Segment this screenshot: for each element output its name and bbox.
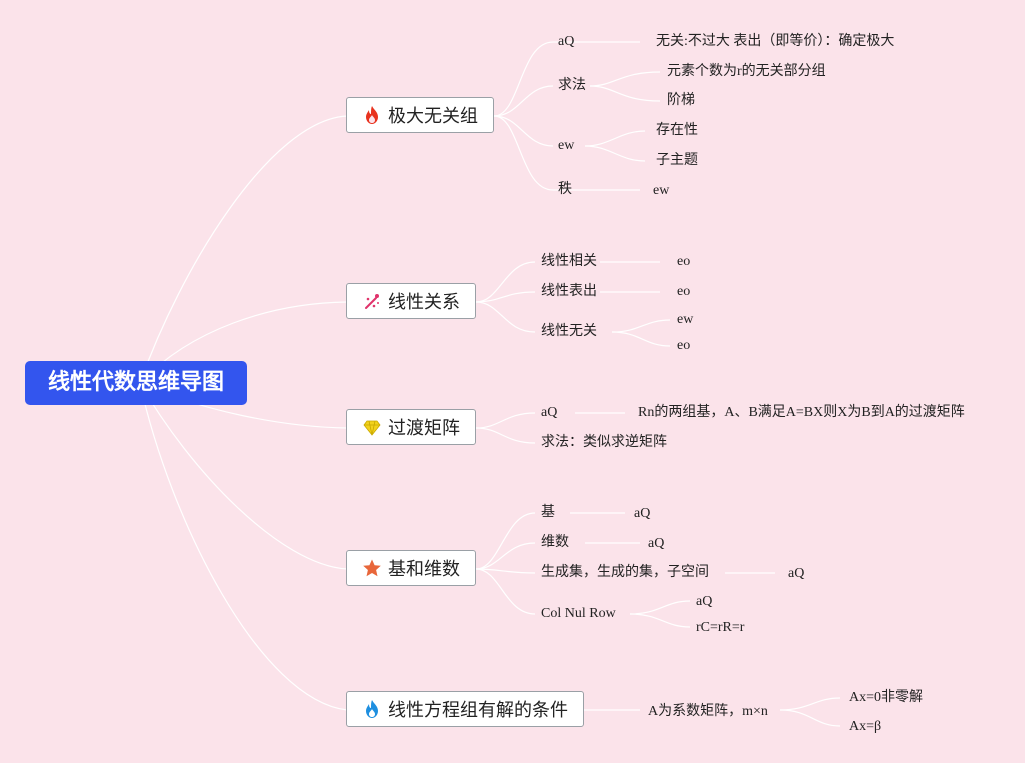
node-linear-representation[interactable]: 线性表出 [541,284,597,299]
node-definition[interactable]: aQ [541,405,558,420]
branch-label: 过渡矩阵 [388,418,460,439]
node-definition-text[interactable]: 无关:不过大 表出（即等价）：确定极大 [656,34,895,49]
branch-solvability-conditions[interactable]: 线性方程组有解的条件 [346,691,584,727]
node-homogeneous[interactable]: Ax=0非零解 [849,690,924,705]
node-spanning-set-value[interactable]: aQ [788,566,805,581]
blue-flame-icon [366,700,378,718]
node-definition-text[interactable]: Rn的两组基，A、B满足A=BX则X为B到A的过渡矩阵 [638,405,965,420]
fire-icon [366,106,378,124]
sparkle-icon [365,294,379,309]
node-col-nul-row-value1[interactable]: aQ [696,594,713,609]
node-linear-dependence[interactable]: 线性相关 [541,254,597,269]
branch-label: 线性关系 [388,292,460,313]
node-method-step1[interactable]: 元素个数为r的无关部分组 [667,64,826,79]
root-topic[interactable]: 线性代数思维导图 [25,361,247,405]
node-col-nul-row[interactable]: Col Nul Row [541,606,616,621]
node-linear-independence-value2[interactable]: eo [677,338,691,353]
node-method-step2[interactable]: 阶梯 [667,93,695,108]
node-col-nul-row-value2[interactable]: rC=rR=r [696,620,745,635]
node-linear-independence[interactable]: 线性无关 [541,324,597,339]
node-subtopic[interactable]: 子主题 [656,153,698,168]
node-coefficient-matrix[interactable]: A为系数矩阵，m×n [648,704,768,719]
branch-label: 极大无关组 [388,106,478,127]
star-icon [363,559,381,577]
node-basis-value[interactable]: aQ [634,506,651,521]
node-linear-representation-value[interactable]: eo [677,284,691,299]
branch-basis-dimension[interactable]: 基和维数 [346,550,476,586]
node-linear-independence-value1[interactable]: ew [677,312,694,327]
node-nonhomogeneous[interactable]: Ax=β [849,719,882,734]
branch-linear-relations[interactable]: 线性关系 [346,283,476,319]
node-method[interactable]: 求法：类似求逆矩阵 [541,435,667,450]
node-dimension-value[interactable]: aQ [648,536,665,551]
node-rank[interactable]: 秩 [558,182,572,197]
node-dimension[interactable]: 维数 [541,535,569,550]
branch-label: 基和维数 [388,559,460,580]
node-spanning-set[interactable]: 生成集，生成的集，子空间 [541,565,709,580]
node-basis[interactable]: 基 [541,505,555,520]
node-existence[interactable]: 存在性 [656,123,698,138]
node-method[interactable]: 求法 [558,78,586,93]
diamond-icon [363,420,381,436]
branch-transition-matrix[interactable]: 过渡矩阵 [346,409,476,445]
branch-label: 线性方程组有解的条件 [388,700,568,721]
branch-maximal-independent-set[interactable]: 极大无关组 [346,97,494,133]
node-definition[interactable]: aQ [558,34,575,49]
node-ew[interactable]: ew [558,138,575,153]
node-linear-dependence-value[interactable]: eo [677,254,691,269]
node-rank-value[interactable]: ew [653,183,670,198]
